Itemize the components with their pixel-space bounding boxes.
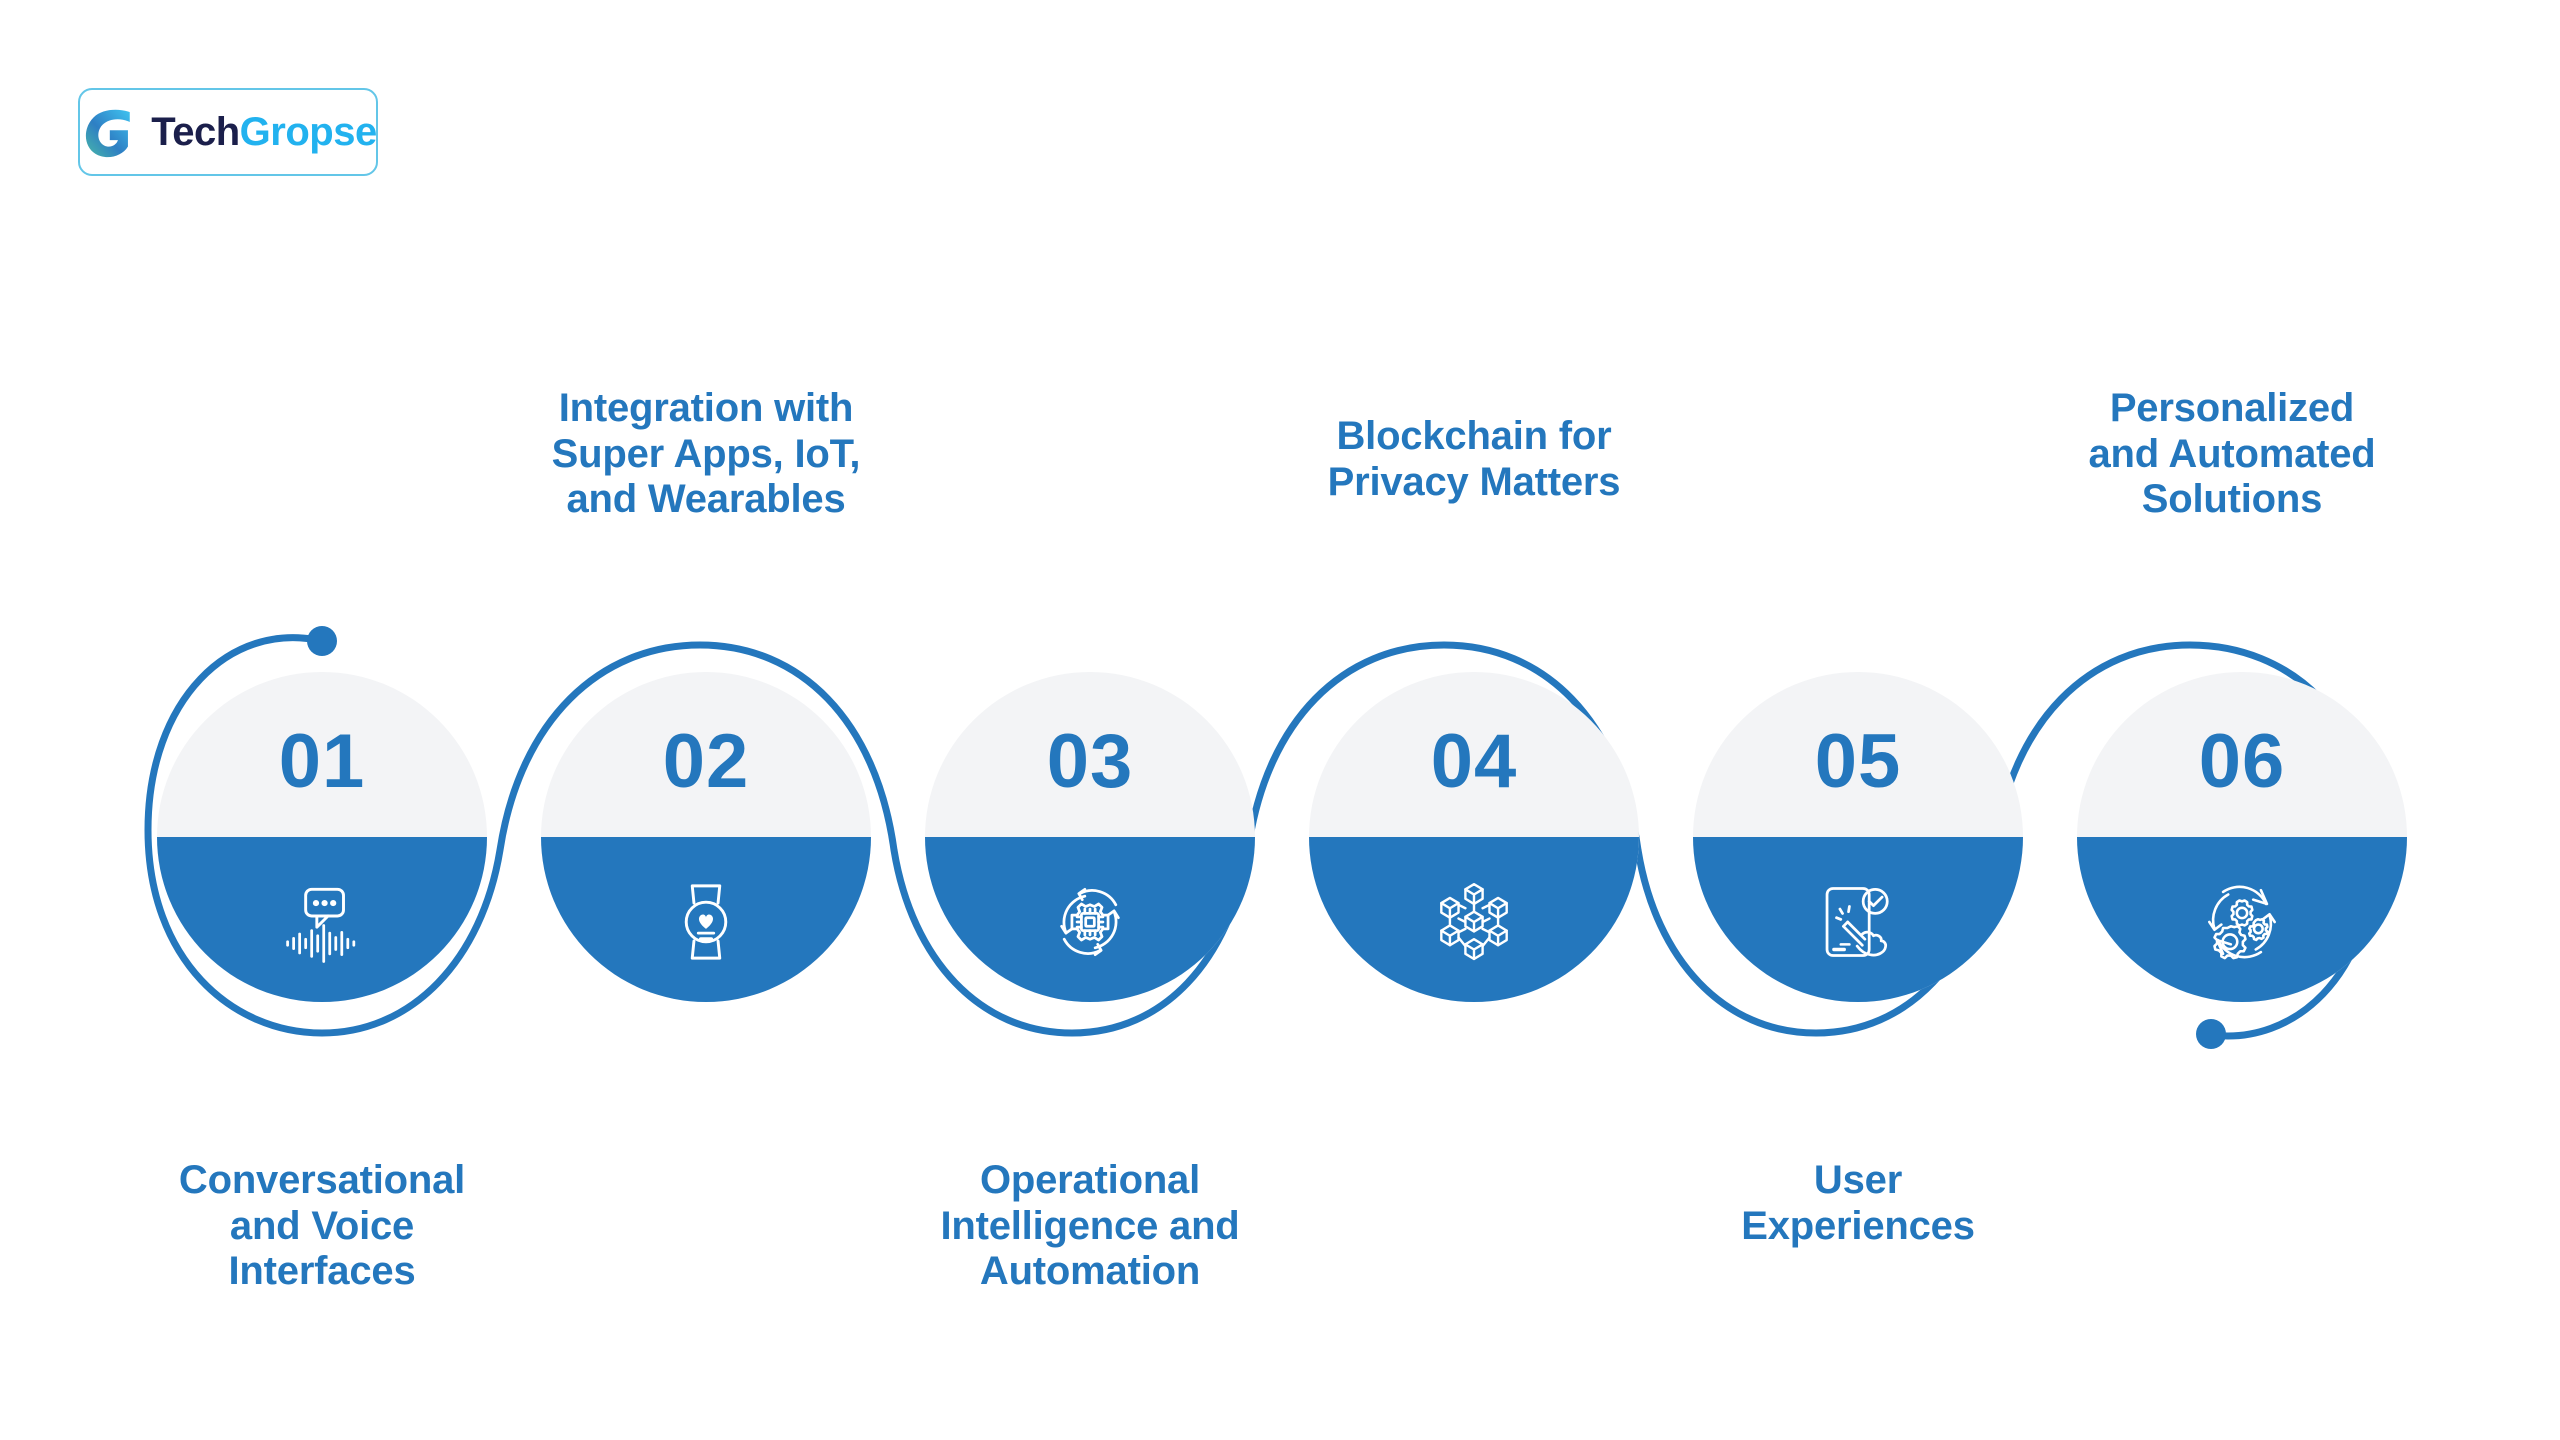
connector-end-dot (2196, 1019, 2226, 1049)
step-node-05[interactable]: 05 (1693, 672, 2023, 1002)
step-number-01: 01 (278, 718, 366, 804)
step-caption-06: Personalized and Automated Solutions (2088, 386, 2376, 522)
step-number-02: 02 (662, 718, 750, 804)
blockchain-cubes-icon (1309, 837, 1639, 1002)
step-caption-01: Conversational and Voice Interfaces (178, 1158, 466, 1294)
step-disc-bottom-06 (2077, 837, 2407, 1002)
speech-bubble-waveform-icon (157, 837, 487, 1002)
step-disc-02: 02 (541, 672, 871, 1002)
mobile-tap-check-icon (1693, 837, 2023, 1002)
connector-start-dot (307, 626, 337, 656)
step-node-06[interactable]: 06 (2077, 672, 2407, 1002)
step-node-02[interactable]: 02 (541, 672, 871, 1002)
three-gears-cycle-icon (2077, 837, 2407, 1002)
gear-chip-refresh-icon (925, 837, 1255, 1002)
brand-name-part1: Tech (151, 110, 240, 154)
step-caption-05: User Experiences (1741, 1158, 1975, 1248)
smartwatch-heart-icon (541, 837, 871, 1002)
techgropse-g-logo-icon (86, 109, 131, 158)
step-node-03[interactable]: 03 (925, 672, 1255, 1002)
step-number-06: 06 (2198, 718, 2286, 804)
step-caption-03: Operational Intelligence and Automation (940, 1158, 1240, 1294)
step-node-01[interactable]: 01 (157, 672, 487, 1002)
step-disc-bottom-04 (1309, 837, 1639, 1002)
step-number-03: 03 (1046, 718, 1134, 804)
step-node-04[interactable]: 04 (1309, 672, 1639, 1002)
step-caption-02: Integration with Super Apps, IoT, and We… (551, 386, 861, 522)
step-number-04: 04 (1430, 718, 1518, 804)
step-number-05: 05 (1814, 718, 1902, 804)
step-disc-04: 04 (1309, 672, 1639, 1002)
step-disc-bottom-03 (925, 837, 1255, 1002)
step-disc-03: 03 (925, 672, 1255, 1002)
brand-name-part2: Gropse (239, 110, 378, 154)
step-disc-bottom-05 (1693, 837, 2023, 1002)
step-disc-05: 05 (1693, 672, 2023, 1002)
step-disc-01: 01 (157, 672, 487, 1002)
step-disc-06: 06 (2077, 672, 2407, 1002)
step-caption-04: Blockchain for Privacy Matters (1327, 414, 1621, 504)
